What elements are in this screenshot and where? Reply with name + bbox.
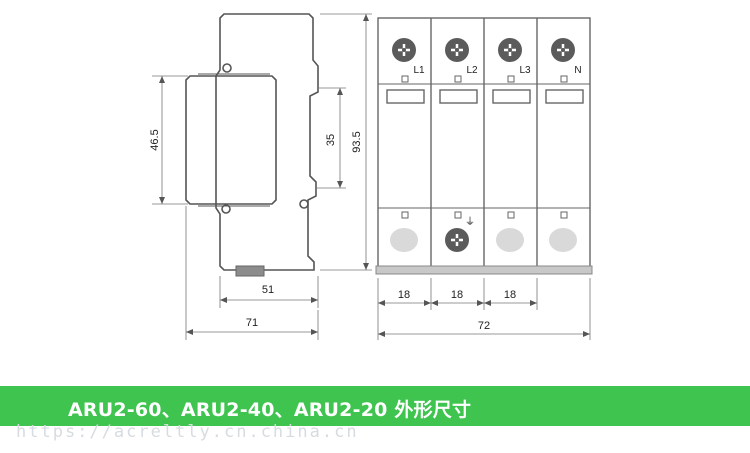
terminal-label-l2: L2 xyxy=(466,65,478,76)
screw-icon xyxy=(392,38,416,62)
dim-label-rail: 35 xyxy=(325,134,337,146)
dim-label-rail-depth: 51 xyxy=(262,284,274,296)
banner-title: ARU2-60、ARU2-40、ARU2-20 外形尺寸 xyxy=(68,399,472,421)
screw-icon xyxy=(551,38,575,62)
dim-label-front-height: 46.5 xyxy=(149,129,161,150)
dimension-lines xyxy=(152,13,591,340)
caption-banner: ARU2-60、ARU2-40、ARU2-20 外形尺寸 xyxy=(0,386,750,426)
dim-label-overall-depth: 71 xyxy=(246,317,258,329)
dim-label-overall-height: 93.5 xyxy=(351,131,363,152)
dim-label-pole-width-2: 18 xyxy=(451,289,463,301)
front-view xyxy=(375,17,593,275)
watermark-url: https://acreltly.cn.china.cn xyxy=(16,422,359,442)
dim-label-pole-width-3: 18 xyxy=(504,289,516,301)
side-view xyxy=(185,13,319,277)
top-screw-icons xyxy=(392,38,575,62)
screw-icon xyxy=(498,38,522,62)
dim-label-total-width: 72 xyxy=(478,320,490,332)
dimension-drawing: L1 L2 L3 N ⏚ xyxy=(149,13,593,340)
ground-symbol-icon: ⏚ xyxy=(465,216,475,228)
terminal-label-l1: L1 xyxy=(413,65,425,76)
indicator-icon xyxy=(549,228,577,252)
terminal-label-l3: L3 xyxy=(519,65,531,76)
terminal-label-n: N xyxy=(574,65,581,76)
indicator-icon xyxy=(390,228,418,252)
indicator-icon xyxy=(496,228,524,252)
screw-icon xyxy=(445,38,469,62)
dimension-arrows xyxy=(159,14,590,337)
ground-screw-icon xyxy=(445,228,469,252)
dim-label-pole-width-1: 18 xyxy=(398,289,410,301)
bottom-indicator-icons xyxy=(390,228,577,252)
